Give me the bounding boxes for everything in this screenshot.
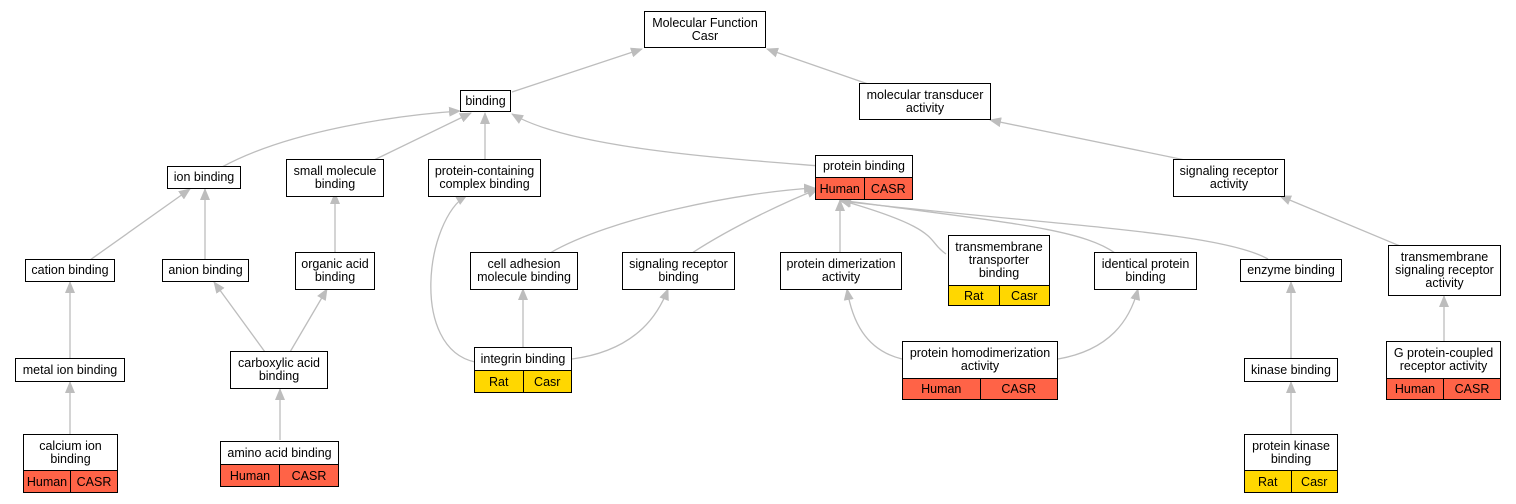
tag-species: Rat	[475, 371, 523, 392]
node-transmembrane-signaling-receptor-activity[interactable]: transmembrane signaling receptor activit…	[1388, 245, 1501, 296]
edge-intb-pccb	[430, 194, 476, 363]
tag-gene: CASR	[979, 379, 1057, 399]
tag-species: Rat	[949, 286, 999, 305]
node-signaling-receptor-binding[interactable]: signaling receptor binding	[622, 252, 735, 290]
node-cation-binding[interactable]: cation binding	[25, 259, 115, 282]
tag-gene: Casr	[998, 286, 1049, 305]
tag-species: Human	[1387, 379, 1443, 399]
tag-gene: Casr	[1290, 471, 1337, 492]
tag-gene: CASR	[70, 471, 117, 492]
tag-species: Human	[24, 471, 70, 492]
edge-camb-protb	[549, 183, 816, 254]
node-organic-acid-binding[interactable]: organic acid binding	[295, 252, 375, 290]
tag-gene: Casr	[522, 371, 571, 392]
tag-gene: CASR	[279, 465, 338, 486]
node-amino-acid-binding[interactable]: amino acid binding Human CASR	[220, 441, 339, 487]
node-molecular-function[interactable]: Molecular Function Casr	[644, 11, 766, 48]
edge-ionb-binding	[221, 106, 461, 168]
node-carboxylic-acid-binding[interactable]: carboxylic acid binding	[230, 351, 328, 389]
tag-species: Human	[221, 465, 279, 486]
node-enzyme-binding[interactable]: enzyme binding	[1240, 259, 1342, 282]
edge-srb-protb	[691, 188, 819, 254]
edge-binding-mf	[511, 47, 643, 93]
node-cell-adhesion-molecule-binding[interactable]: cell adhesion molecule binding	[470, 252, 578, 290]
node-calcium-ion-binding[interactable]: calcium ion binding Human CASR	[23, 434, 118, 493]
node-binding[interactable]: binding	[460, 90, 511, 112]
node-metal-ion-binding[interactable]: metal ion binding	[15, 358, 125, 382]
edge-smb-binding	[371, 112, 472, 162]
tag-species: Human	[903, 379, 980, 399]
edge-phda-ipb	[1057, 288, 1141, 360]
edge-mta-mf	[766, 47, 869, 85]
edge-intb-srb	[571, 288, 669, 360]
tag-gene: CASR	[863, 178, 912, 199]
edge-phda-pda	[843, 288, 903, 360]
node-protein-binding[interactable]: protein binding Human CASR	[815, 155, 913, 200]
node-transmembrane-transporter-binding[interactable]: transmembrane transporter binding Rat Ca…	[948, 235, 1050, 306]
node-anion-binding[interactable]: anion binding	[162, 259, 249, 282]
edge-ttb-protb	[839, 198, 947, 255]
edge-cab-anb	[213, 281, 266, 353]
node-molecular-transducer-activity[interactable]: molecular transducer activity	[859, 83, 991, 120]
edge-sra-mta	[989, 117, 1186, 161]
edge-catb-ionb	[89, 188, 191, 261]
node-protein-homodimerization-activity[interactable]: protein homodimerization activity Human …	[902, 341, 1058, 400]
edge-cab-oab	[289, 288, 328, 353]
node-ion-binding[interactable]: ion binding	[167, 166, 241, 189]
node-protein-dimerization-activity[interactable]: protein dimerization activity	[780, 252, 902, 290]
node-protein-containing-complex-binding[interactable]: protein-containing complex binding	[428, 159, 541, 197]
node-integrin-binding[interactable]: integrin binding Rat Casr	[474, 347, 572, 393]
tag-species: Human	[816, 178, 864, 199]
node-small-molecule-binding[interactable]: small molecule binding	[286, 159, 384, 197]
node-protein-kinase-binding[interactable]: protein kinase binding Rat Casr	[1244, 434, 1338, 493]
node-g-protein-coupled-receptor-activity[interactable]: G protein-coupled receptor activity Huma…	[1386, 341, 1501, 400]
tag-gene: CASR	[1443, 379, 1500, 399]
edge-tmsra-sra	[1279, 195, 1401, 247]
edge-enzb-protb	[839, 197, 1269, 260]
node-kinase-binding[interactable]: kinase binding	[1244, 358, 1338, 382]
tag-species: Rat	[1245, 471, 1291, 492]
node-signaling-receptor-activity[interactable]: signaling receptor activity	[1173, 159, 1285, 197]
edge-protb-binding	[511, 113, 821, 167]
node-identical-protein-binding[interactable]: identical protein binding	[1094, 252, 1197, 290]
